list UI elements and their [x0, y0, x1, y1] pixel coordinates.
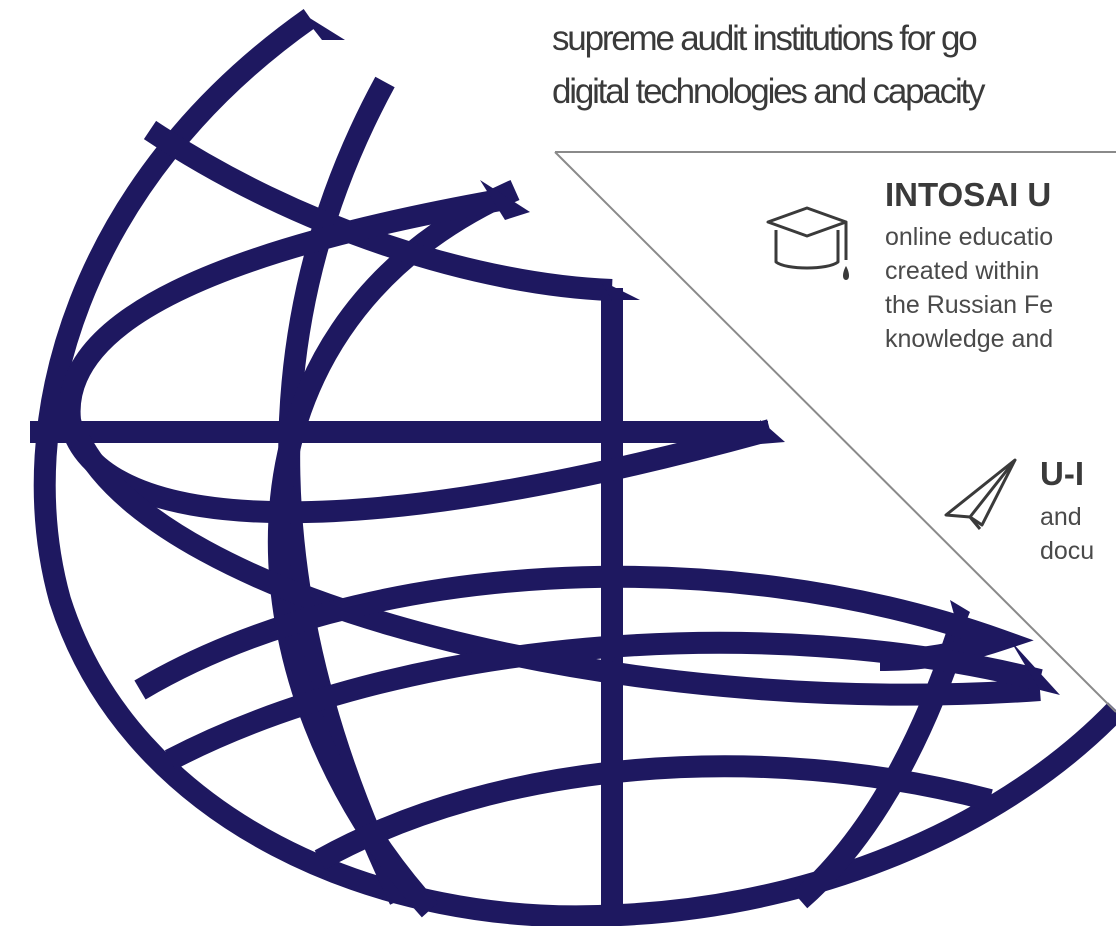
- item1-title: INTOSAI U: [885, 176, 1052, 213]
- item2-line-1: and: [1040, 503, 1082, 531]
- headline-text: supreme audit institutions for go digita…: [552, 12, 1116, 118]
- item2-title: U-I: [1040, 455, 1084, 492]
- headline-line-1: supreme audit institutions for go: [552, 19, 978, 58]
- item1-line-4: knowledge and: [885, 325, 1054, 353]
- item2-line-2: docu: [1040, 537, 1095, 565]
- item1-line-1: online educatio: [885, 223, 1054, 251]
- item1-line-3: the Russian Fe: [885, 291, 1054, 319]
- item2-body: and docu: [1040, 500, 1094, 568]
- item1-line-2: created within: [885, 257, 1040, 285]
- headline-line-2: digital technologies and capacity: [552, 72, 986, 111]
- paper-plane-icon: [944, 458, 1017, 530]
- graduation-cap-icon: [766, 206, 849, 280]
- item1-body: online educatio created within the Russi…: [885, 220, 1053, 356]
